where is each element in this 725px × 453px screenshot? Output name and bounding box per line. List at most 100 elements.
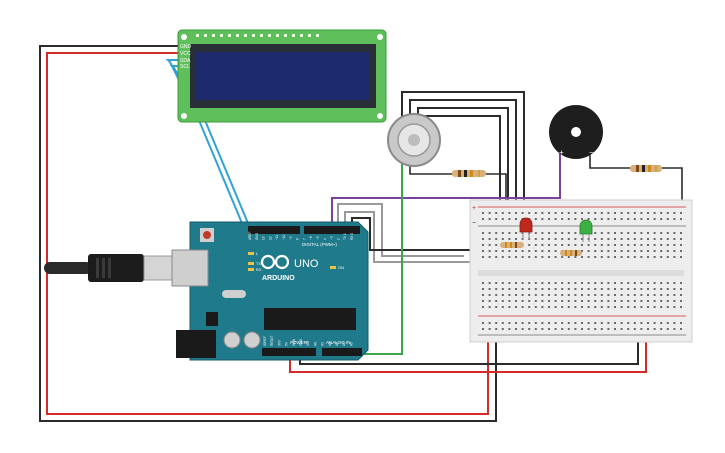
- breadboard-hole[interactable]: [680, 232, 682, 234]
- breadboard-hole[interactable]: [614, 300, 616, 302]
- breadboard-hole[interactable]: [640, 250, 643, 252]
- breadboard-hole[interactable]: [666, 212, 669, 214]
- wire-resistor-3-right[interactable]: [662, 167, 683, 212]
- breadboard-hole[interactable]: [488, 288, 491, 290]
- breadboard-hole[interactable]: [660, 244, 663, 246]
- breadboard-hole[interactable]: [620, 322, 623, 324]
- breadboard-hole[interactable]: [495, 212, 498, 214]
- breadboard-hole[interactable]: [653, 238, 656, 240]
- breadboard-hole[interactable]: [567, 294, 570, 296]
- breadboard-hole[interactable]: [620, 282, 623, 284]
- breadboard-hole[interactable]: [680, 328, 682, 330]
- breadboard-hole[interactable]: [680, 300, 682, 302]
- breadboard-hole[interactable]: [587, 218, 590, 220]
- breadboard-hole[interactable]: [534, 244, 537, 246]
- breadboard-hole[interactable]: [620, 288, 623, 290]
- breadboard-hole[interactable]: [581, 238, 583, 240]
- breadboard-hole[interactable]: [482, 244, 484, 246]
- breadboard-hole[interactable]: [534, 212, 537, 214]
- breadboard-hole[interactable]: [653, 256, 656, 258]
- breadboard-hole[interactable]: [508, 232, 511, 234]
- breadboard-hole[interactable]: [594, 218, 597, 220]
- breadboard-hole[interactable]: [515, 218, 517, 220]
- breadboard-hole[interactable]: [482, 322, 484, 324]
- breadboard-hole[interactable]: [521, 294, 524, 296]
- breadboard-hole[interactable]: [515, 212, 517, 214]
- breadboard-hole[interactable]: [620, 256, 623, 258]
- breadboard-hole[interactable]: [495, 244, 498, 246]
- breadboard-hole[interactable]: [607, 322, 610, 324]
- breadboard-hole[interactable]: [482, 294, 484, 296]
- breadboard-hole[interactable]: [633, 306, 636, 308]
- breadboard-hole[interactable]: [660, 328, 663, 330]
- breadboard-hole[interactable]: [647, 238, 649, 240]
- breadboard-hole[interactable]: [653, 300, 656, 302]
- breadboard-hole[interactable]: [548, 238, 550, 240]
- breadboard-hole[interactable]: [567, 238, 570, 240]
- breadboard-hole[interactable]: [541, 288, 544, 290]
- breadboard-hole[interactable]: [660, 282, 663, 284]
- breadboard-hole[interactable]: [567, 306, 570, 308]
- breadboard-hole[interactable]: [488, 238, 491, 240]
- breadboard-hole[interactable]: [627, 294, 630, 296]
- breadboard-hole[interactable]: [673, 250, 676, 252]
- breadboard-hole[interactable]: [614, 244, 616, 246]
- breadboard-hole[interactable]: [482, 300, 484, 302]
- breadboard-hole[interactable]: [495, 300, 498, 302]
- breadboard-hole[interactable]: [541, 218, 544, 220]
- breadboard-hole[interactable]: [594, 232, 597, 234]
- breadboard-hole[interactable]: [680, 256, 682, 258]
- breadboard-hole[interactable]: [567, 282, 570, 284]
- wire-lcd-vcc[interactable]: [46, 52, 489, 415]
- breadboard-hole[interactable]: [587, 306, 590, 308]
- breadboard-hole[interactable]: [515, 322, 517, 324]
- breadboard-hole[interactable]: [541, 322, 544, 324]
- breadboard-hole[interactable]: [614, 294, 616, 296]
- breadboard-hole[interactable]: [587, 322, 590, 324]
- breadboard-hole[interactable]: [574, 212, 577, 214]
- breadboard-hole[interactable]: [600, 218, 603, 220]
- breadboard-hole[interactable]: [534, 322, 537, 324]
- breadboard-hole[interactable]: [600, 250, 603, 252]
- breadboard-hole[interactable]: [620, 232, 623, 234]
- breadboard-hole[interactable]: [627, 322, 630, 324]
- breadboard-hole[interactable]: [554, 218, 557, 220]
- breadboard-hole[interactable]: [647, 306, 649, 308]
- breadboard-hole[interactable]: [640, 212, 643, 214]
- breadboard-hole[interactable]: [554, 256, 557, 258]
- breadboard-hole[interactable]: [515, 232, 517, 234]
- breadboard-hole[interactable]: [600, 288, 603, 290]
- breadboard-hole[interactable]: [554, 288, 557, 290]
- breadboard-hole[interactable]: [482, 256, 484, 258]
- breadboard-hole[interactable]: [528, 244, 531, 246]
- breadboard-hole[interactable]: [508, 288, 511, 290]
- breadboard-hole[interactable]: [561, 256, 564, 258]
- breadboard-hole[interactable]: [482, 282, 484, 284]
- breadboard-hole[interactable]: [587, 250, 590, 252]
- breadboard-hole[interactable]: [680, 218, 682, 220]
- breadboard-hole[interactable]: [680, 238, 682, 240]
- breadboard-hole[interactable]: [627, 212, 630, 214]
- breadboard-hole[interactable]: [515, 294, 517, 296]
- breadboard-hole[interactable]: [627, 244, 630, 246]
- breadboard-hole[interactable]: [607, 288, 610, 290]
- breadboard-hole[interactable]: [574, 328, 577, 330]
- gas-sensor[interactable]: [387, 113, 441, 167]
- breadboard-hole[interactable]: [673, 244, 676, 246]
- breadboard-hole[interactable]: [587, 288, 590, 290]
- breadboard-hole[interactable]: [574, 244, 577, 246]
- wire-sensor-3[interactable]: [417, 107, 509, 212]
- breadboard-hole[interactable]: [594, 250, 597, 252]
- breadboard-hole[interactable]: [673, 282, 676, 284]
- breadboard-hole[interactable]: [666, 328, 669, 330]
- led-red[interactable]: [519, 217, 533, 240]
- breadboard-hole[interactable]: [594, 322, 597, 324]
- breadboard-hole[interactable]: [627, 218, 630, 220]
- breadboard-hole[interactable]: [501, 322, 504, 324]
- breadboard-hole[interactable]: [620, 218, 623, 220]
- breadboard-hole[interactable]: [666, 250, 669, 252]
- breadboard-hole[interactable]: [515, 300, 517, 302]
- breadboard-hole[interactable]: [548, 288, 550, 290]
- breadboard-hole[interactable]: [528, 300, 531, 302]
- breadboard-hole[interactable]: [633, 322, 636, 324]
